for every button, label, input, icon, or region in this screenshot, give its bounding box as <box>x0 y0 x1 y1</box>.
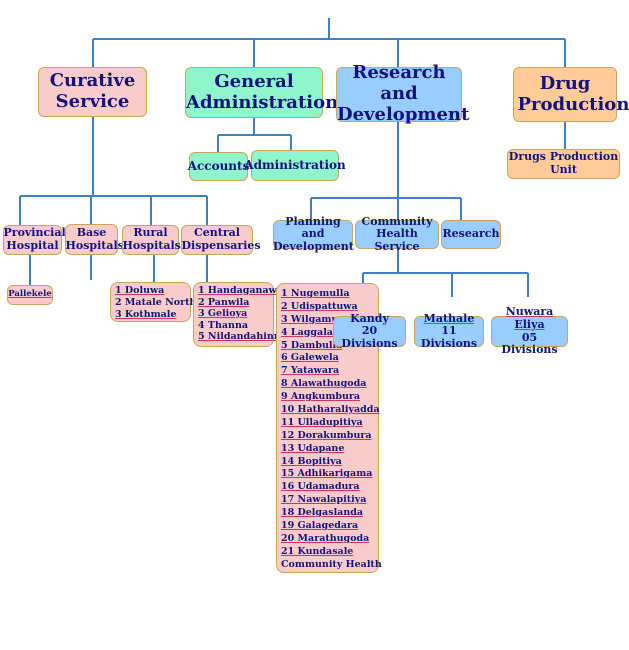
administration-label: Administration <box>244 157 346 172</box>
general-administration-label: General Administration <box>186 70 339 113</box>
nuwara-eliya-count: 05 Divisions <box>501 330 558 357</box>
list-item: 4 Thanna <box>198 319 249 331</box>
list-item: 10 Hatharaliyadda <box>281 404 380 416</box>
provincial-list-box: Pallekele <box>7 285 53 305</box>
central-dispensaries-box: Central Dispensaries <box>181 225 261 255</box>
list-item: 15 Adhikarigama <box>281 468 373 480</box>
central-dispensaries-list: 1 Handaganawa 2 Panwila 3 Gelioya 4 Than… <box>193 282 287 347</box>
drugs-production-unit-label: Drugs Production Unit <box>508 150 619 176</box>
accounts-label: Accounts <box>187 158 250 173</box>
list-item: 8 Alawathugoda <box>281 378 367 390</box>
list-item: 19 Galagedara <box>281 520 359 532</box>
kandy-name: Kandy <box>350 311 389 325</box>
community-health-service-label: Community Health Service <box>361 214 433 253</box>
kandy-count: 20 Divisions <box>341 324 398 350</box>
list-item: 14 Bopitiya <box>281 455 342 467</box>
provincial-hospital-box: Provincial Hospital <box>3 225 66 255</box>
planning-development-box: Planning and Development <box>273 215 354 253</box>
mathale-count: 11 Divisions <box>420 324 478 350</box>
list-item: 5 Nildandahinna <box>198 331 287 342</box>
list-item: 11 Ulladupitiya <box>281 416 363 428</box>
base-hospitals-label: Base Hospitals <box>65 225 124 252</box>
list-item: Community Health <box>281 558 382 570</box>
research-development-box: Research and Development <box>336 63 469 125</box>
rural-hospitals-label: Rural Hospitals <box>122 226 181 252</box>
list-item: 18 Delgaslanda <box>281 507 364 519</box>
nuwara-eliya-name: Nuwara Eliya <box>505 305 554 331</box>
drug-production-label: Drug Production <box>517 72 629 115</box>
rural-hospitals-box: Rural Hospitals <box>122 225 181 255</box>
list-item: 20 Marathugoda <box>281 532 370 544</box>
provincial-hospital-label: Provincial Hospital <box>3 226 66 252</box>
list-item: 6 Galewela <box>281 352 339 364</box>
research-box: Research <box>441 220 501 249</box>
list-item: 1 Nugemulla <box>281 288 350 299</box>
administration-box: Administration <box>244 150 346 181</box>
list-item: 1 Handaganawa <box>198 285 283 296</box>
research-label: Research <box>442 227 500 241</box>
rural-hospitals-list: 1 Doluwa 2 Matale North 3 Kothmale <box>110 282 197 322</box>
mathale-name: Mathale <box>423 311 475 325</box>
general-administration-box: General Administration <box>185 67 339 118</box>
list-item: 2 Udispattuwa <box>281 300 358 312</box>
community-health-list: 1 Nugemulla 2 Udispattuwa 3 Wilgamuwa 4 … <box>276 283 382 573</box>
accounts-box: Accounts <box>187 152 250 181</box>
provincial-list-item: Pallekele <box>8 289 52 300</box>
nuwara-eliya-division-box: Nuwara Eliya 05 Divisions <box>491 305 568 356</box>
list-item: 17 Nawalapitiya <box>281 494 367 506</box>
list-item: 16 Udamadura <box>281 481 360 493</box>
curative-service-label: Curative Service <box>49 70 136 112</box>
list-item: 2 Panwila <box>198 296 250 308</box>
kandy-division-box: Kandy 20 Divisions <box>333 311 406 350</box>
list-item: 21 Kundasale <box>281 545 354 557</box>
list-item: 5 Dambulla <box>281 339 343 351</box>
list-item: 2 Matale North <box>115 297 197 308</box>
research-development-label: Research and Development <box>337 62 470 125</box>
list-item: 4 Laggala <box>281 326 333 338</box>
mathale-division-box: Mathale 11 Divisions <box>414 311 484 350</box>
list-item: 3 Kothmale <box>115 309 177 320</box>
list-item: 9 Angkumbura <box>281 391 361 403</box>
drugs-production-unit-box: Drugs Production Unit <box>507 149 620 179</box>
list-item: 3 Wilgamuwa <box>281 313 353 325</box>
drug-production-box: Drug Production <box>513 67 629 122</box>
community-health-service-box: Community Health Service <box>355 215 439 253</box>
list-item: 1 Doluwa <box>115 285 165 296</box>
planning-development-label: Planning and Development <box>273 214 354 253</box>
list-item: 3 Gelioya <box>198 308 248 319</box>
list-item: 12 Dorakumbura <box>281 429 372 441</box>
list-item: 13 Udapane <box>281 442 345 454</box>
curative-service-box: Curative Service <box>38 67 147 117</box>
base-hospitals-box: Base Hospitals <box>65 224 124 255</box>
list-item: 7 Yatawara <box>281 365 340 377</box>
central-dispensaries-label: Central Dispensaries <box>181 226 261 252</box>
